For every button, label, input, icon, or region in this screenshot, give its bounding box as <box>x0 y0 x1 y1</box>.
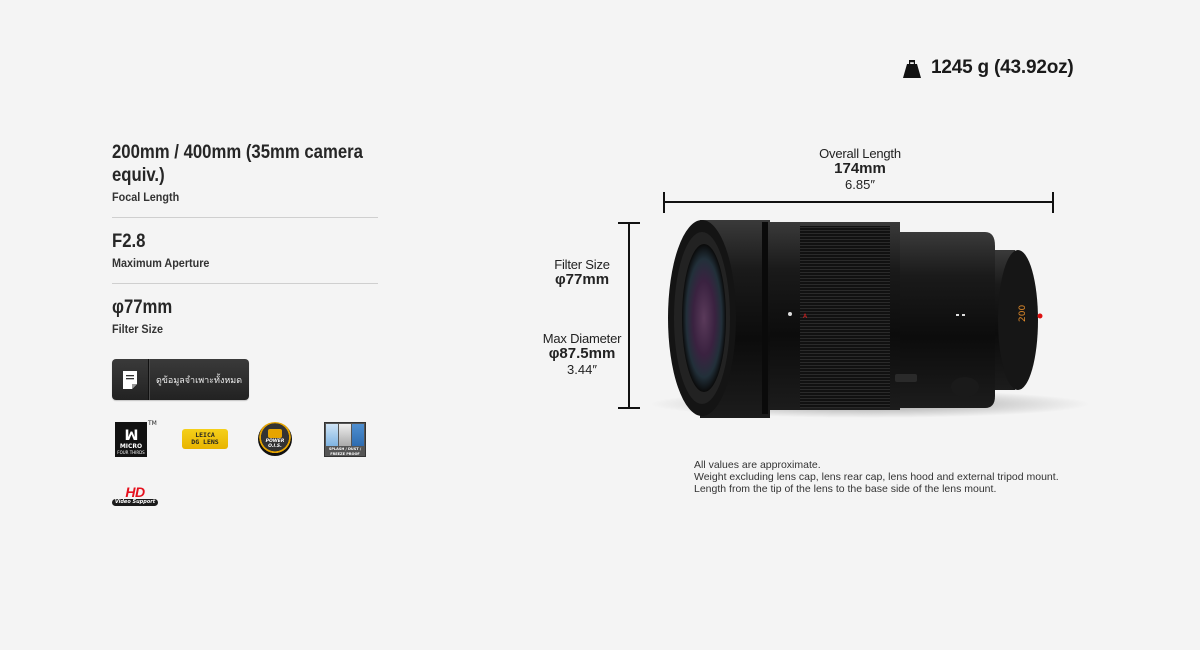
document-icon <box>112 359 149 400</box>
view-all-specs-button[interactable]: ดูข้อมูลจำเพาะทั้งหมด <box>112 359 249 400</box>
trademark-symbol: TM <box>148 420 157 427</box>
dimension-title: Filter Size <box>554 257 610 272</box>
hd-text: HD <box>125 484 145 500</box>
dimension-inches: 3.44″ <box>567 362 597 377</box>
spec-filter-size: φ77mm Filter Size <box>112 296 378 349</box>
disclaimer-notes: All values are approximate. Weight exclu… <box>694 459 1059 495</box>
view-all-specs-label: ดูข้อมูลจำเพาะทั้งหมด <box>155 375 243 386</box>
m43-subtext: FOUR THIRDS <box>117 450 145 455</box>
dimension-title: Overall Length <box>819 146 901 161</box>
filter-size-label: Filter Size φ77mm <box>530 257 634 288</box>
hd-video-support-logo: HD Video Support <box>112 484 158 506</box>
snowflake-icon <box>352 424 364 446</box>
m43-mark-icon: ꟽ <box>124 428 139 444</box>
length-measure-tick-right <box>1052 192 1054 213</box>
splash-dust-freeze-proof-logo: SPLASH / DUST / FREEZE PROOF <box>324 422 366 457</box>
spec-max-aperture: F2.8 Maximum Aperture <box>112 230 378 284</box>
lens-focal-marking: 200 <box>1018 305 1028 322</box>
weight-icon <box>902 59 922 78</box>
dimension-value: φ77mm <box>554 271 610 288</box>
length-measure-tick-left <box>663 192 665 213</box>
spec-value: φ77mm <box>112 297 173 318</box>
weight-text: 1245 g (43.92oz) <box>931 57 1074 78</box>
dimension-inches: 6.85″ <box>845 177 875 192</box>
spec-label: Filter Size <box>112 322 164 336</box>
spec-label: Focal Length <box>112 190 180 204</box>
note-line: Length from the tip of the lens to the b… <box>694 483 997 495</box>
lens-product-image: A 200 <box>640 212 1090 432</box>
power-ois-logo: POWER O.I.S. <box>258 422 292 456</box>
overall-length-label: Overall Length 174mm 6.85″ <box>790 146 930 192</box>
splash-text: SPLASH / DUST / <box>328 447 362 451</box>
micro-four-thirds-logo: ꟽ MICRO FOUR THIRDS <box>115 422 147 457</box>
leica-text: LEICA <box>195 431 215 439</box>
ois-text: POWER <box>265 439 285 444</box>
leica-subtext: DG LENS <box>191 438 219 446</box>
hd-subtext: Video Support <box>112 499 158 506</box>
leica-dg-lens-logo: LEICA DG LENS <box>182 429 228 449</box>
spec-value: F2.8 <box>112 231 146 252</box>
max-diameter-label: Max Diameter φ87.5mm 3.44″ <box>530 331 634 377</box>
diameter-measure-tick-top <box>618 222 640 224</box>
spec-label: Maximum Aperture <box>112 256 210 270</box>
spec-value: 200mm / 400mm (35mm camera equiv.) <box>112 142 363 186</box>
dust-icon <box>339 424 351 446</box>
note-line: Weight excluding lens cap, lens rear cap… <box>694 471 1059 483</box>
dimension-value: φ87.5mm <box>548 345 616 362</box>
svg-text:A: A <box>803 313 808 320</box>
camera-icon <box>268 429 282 438</box>
feature-badges: ꟽ MICRO FOUR THIRDS TM LEICA DG LENS POW… <box>115 420 370 458</box>
note-line: All values are approximate. <box>694 459 821 471</box>
splash-subtext: FREEZE PROOF <box>330 451 360 456</box>
dimension-value: 174mm <box>834 160 886 177</box>
water-drop-icon <box>326 424 338 446</box>
dimension-title: Max Diameter <box>542 331 622 346</box>
ois-subtext: O.I.S. <box>268 444 282 449</box>
spec-focal-length: 200mm / 400mm (35mm camera equiv.) Focal… <box>112 141 378 218</box>
weight-info: 1245 g (43.92oz) <box>902 57 1074 79</box>
m43-text: MICRO <box>119 443 143 450</box>
diameter-measure-tick-bottom <box>618 407 640 409</box>
diameter-measure-line <box>628 222 630 408</box>
length-measure-line <box>663 201 1054 203</box>
key-specs: 200mm / 400mm (35mm camera equiv.) Focal… <box>112 141 378 361</box>
